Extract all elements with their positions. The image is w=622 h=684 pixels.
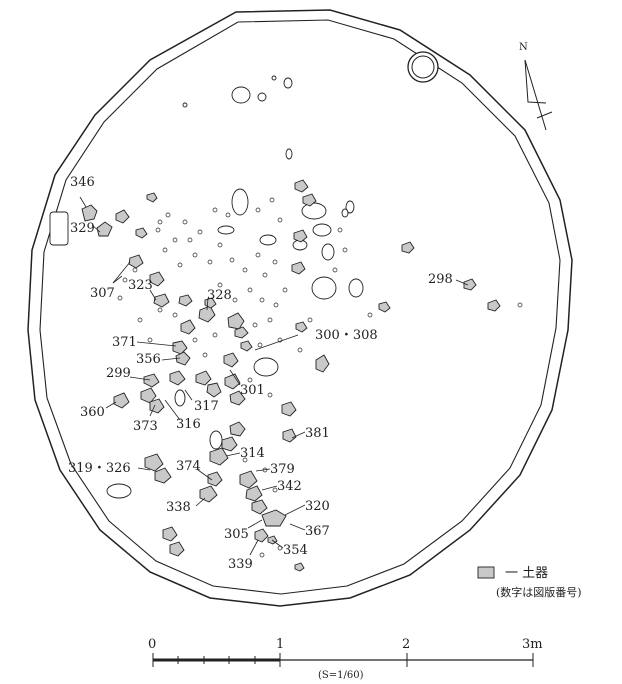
label-379: 379 <box>270 462 295 477</box>
legend-swatch <box>477 566 495 579</box>
stones <box>49 75 364 499</box>
label-346: 346 <box>70 175 95 190</box>
label-323: 323 <box>128 278 153 293</box>
scale-ratio: (S=1/60) <box>318 670 364 681</box>
label-356: 356 <box>136 352 161 367</box>
label-305: 305 <box>224 527 249 542</box>
pit-outer-wall <box>27 9 573 607</box>
pit-inner-wall <box>39 19 561 595</box>
label-374: 374 <box>176 459 201 474</box>
label-329: 329 <box>70 221 95 236</box>
label-307: 307 <box>90 286 115 301</box>
scale-tick-0: 0 <box>148 637 156 652</box>
label-373: 373 <box>133 419 158 434</box>
label-371: 371 <box>112 335 137 350</box>
north-arrow: N <box>519 42 553 131</box>
legend: 一 土器 (数字は図版番号) <box>477 566 582 599</box>
scale-tick-3m: 3m <box>522 637 543 652</box>
scale-tick-2: 2 <box>402 637 410 652</box>
label-367: 367 <box>305 524 330 539</box>
label-360: 360 <box>80 405 105 420</box>
legend-note: (数字は図版番号) <box>496 585 582 599</box>
label-339: 339 <box>228 557 253 572</box>
label-314: 314 <box>240 446 265 461</box>
label-342: 342 <box>277 479 302 494</box>
label-319-326: 319・326 <box>68 461 131 476</box>
scale-bar: 0 1 2 3m (S=1/60) <box>148 637 543 681</box>
small-debris <box>117 197 523 558</box>
post-hole <box>407 51 439 83</box>
label-381: 381 <box>305 426 330 441</box>
label-316: 316 <box>176 417 201 432</box>
north-label: N <box>519 42 528 53</box>
label-299: 299 <box>106 366 131 381</box>
label-298: 298 <box>428 272 453 287</box>
label-354: 354 <box>283 543 308 558</box>
label-320: 320 <box>305 499 330 514</box>
legend-label: 一 土器 <box>505 566 548 581</box>
label-328: 328 <box>207 288 232 303</box>
leader-lines <box>79 196 469 556</box>
label-338: 338 <box>166 500 191 515</box>
label-301: 301 <box>240 383 265 398</box>
scale-tick-1: 1 <box>276 637 284 652</box>
label-300-308: 300・308 <box>315 328 378 343</box>
feature-labels: 346 329 307 323 328 300・308 371 356 299 … <box>68 175 453 572</box>
label-317: 317 <box>194 399 219 414</box>
